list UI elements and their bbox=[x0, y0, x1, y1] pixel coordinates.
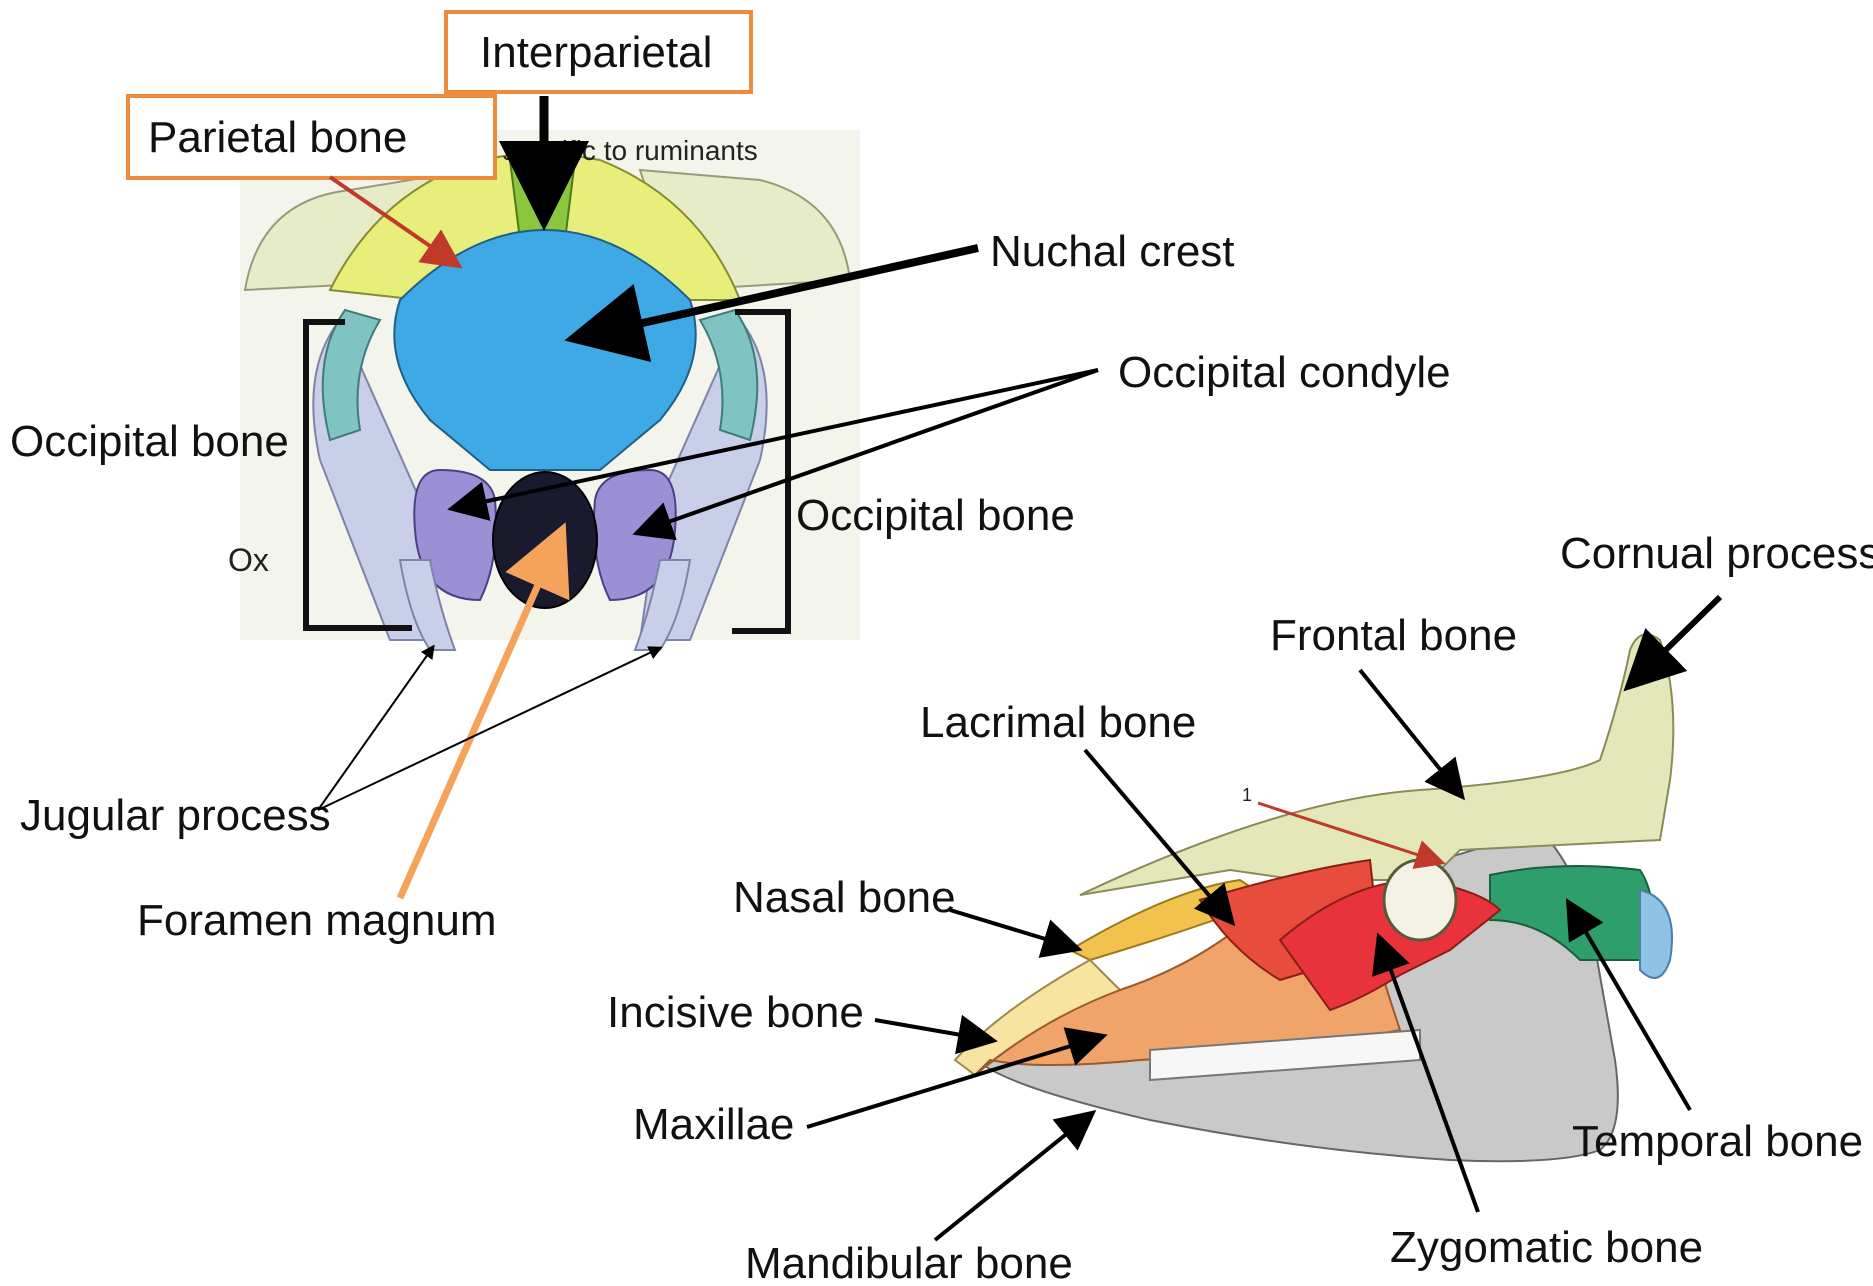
frontal-bone-label: Frontal bone bbox=[1270, 611, 1517, 660]
lacrimal-bone-arrow bbox=[1085, 750, 1230, 920]
jugular-process-label: Jugular process bbox=[20, 791, 331, 840]
frontal-region bbox=[1080, 634, 1673, 895]
incisive-bone-arrow bbox=[875, 1020, 990, 1040]
temporal-bone-label: Temporal bone bbox=[1572, 1117, 1863, 1166]
incisive-bone-label: Incisive bone bbox=[607, 988, 864, 1037]
interparietal-label: Interparietal bbox=[480, 28, 712, 77]
header-caption: , specific to ruminants bbox=[487, 135, 758, 166]
nasal-bone-arrow bbox=[950, 910, 1075, 948]
mandibular-bone-label: Mandibular bone bbox=[745, 1239, 1073, 1286]
orbit bbox=[1384, 860, 1456, 940]
cornual-process-label: Cornual process bbox=[1560, 529, 1873, 578]
species-label: Ox bbox=[228, 542, 269, 578]
nasal-bone-label: Nasal bone bbox=[733, 873, 956, 922]
foramen-magnum-label: Foramen magnum bbox=[137, 896, 496, 945]
occipital-lateral-lobe bbox=[1640, 890, 1672, 978]
zygomatic-bone-label: Zygomatic bone bbox=[1390, 1223, 1703, 1272]
occipital-bone-left-label: Occipital bone bbox=[10, 417, 289, 466]
mandibular-bone-arrow bbox=[935, 1115, 1090, 1240]
nuchal-crest-label: Nuchal crest bbox=[990, 227, 1235, 276]
foramen-magnum-opening bbox=[493, 472, 597, 608]
occipital-condyle-label: Occipital condyle bbox=[1118, 348, 1451, 397]
lacrimal-bone-label: Lacrimal bone bbox=[920, 698, 1196, 747]
parietal-bone-label: Parietal bone bbox=[148, 113, 407, 162]
frontal-bone-arrow bbox=[1360, 670, 1460, 794]
marker-1: 1 bbox=[1242, 785, 1252, 805]
jugular-process-arrow-left bbox=[318, 647, 433, 810]
jugular-process-arrow-right bbox=[318, 648, 660, 810]
caudal-view-illustration bbox=[240, 130, 860, 650]
occipital-bone-right-label: Occipital bone bbox=[796, 491, 1075, 540]
maxillae-label: Maxillae bbox=[633, 1100, 794, 1149]
